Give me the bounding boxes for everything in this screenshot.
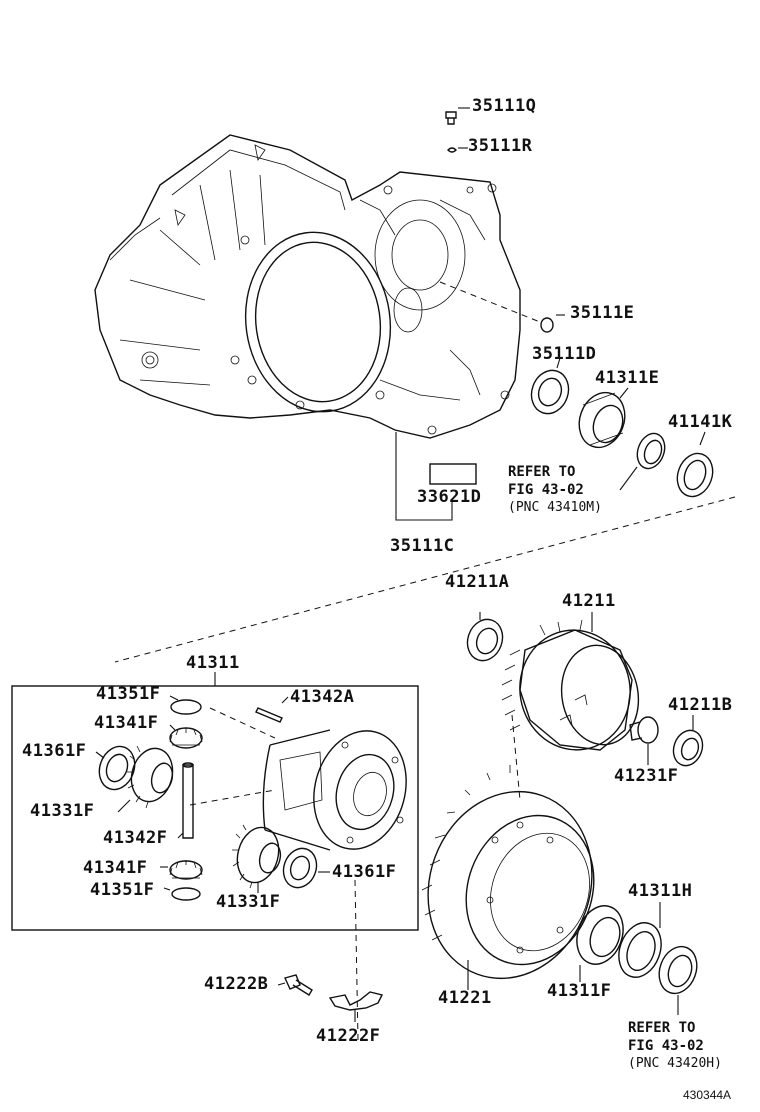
bearing-race-43420h bbox=[658, 945, 698, 995]
leader-41331f-left bbox=[117, 799, 131, 813]
part-label-41231f[interactable]: 41231F bbox=[614, 766, 679, 786]
washer-41361f-left bbox=[98, 745, 136, 791]
part-label-41311h[interactable]: 41311H bbox=[628, 881, 693, 901]
part-label-41221[interactable]: 41221 bbox=[438, 988, 492, 1008]
transaxle-case bbox=[94, 134, 521, 439]
part-label-41141k[interactable]: 41141K bbox=[668, 412, 733, 432]
part-label-41222f[interactable]: 41222F bbox=[316, 1026, 381, 1046]
part-label-41341f-bottom[interactable]: 41341F bbox=[83, 858, 148, 878]
leader-41341f-top bbox=[169, 724, 176, 731]
side-gear-41331f-left bbox=[127, 745, 174, 809]
dash-diff-top bbox=[209, 707, 276, 739]
refer-top-line3: (PNC 43410M) bbox=[508, 500, 602, 515]
bearing-41211b bbox=[672, 729, 704, 767]
dash-gear-ring bbox=[511, 714, 521, 801]
part-label-41222b[interactable]: 41222B bbox=[204, 974, 269, 994]
figure-code: 430344A bbox=[683, 1088, 732, 1102]
differential-case bbox=[262, 729, 407, 851]
refer-top-line2: FIG 43-02 bbox=[508, 482, 584, 498]
shim-41141k bbox=[676, 452, 714, 498]
refer-top-line1: REFER TO bbox=[508, 464, 576, 480]
part-label-41211b[interactable]: 41211B bbox=[668, 695, 733, 715]
leader-35111d bbox=[556, 357, 561, 369]
o-ring-35111e bbox=[540, 317, 554, 333]
refer-bottom-line2: FIG 43-02 bbox=[628, 1038, 704, 1054]
shaft-41342f bbox=[182, 762, 194, 839]
part-label-35111r[interactable]: 35111R bbox=[468, 136, 533, 156]
leader-ref-top bbox=[619, 466, 638, 491]
shim-41311h bbox=[618, 922, 662, 978]
part-label-35111c[interactable]: 35111C bbox=[390, 536, 455, 556]
washer-41351f-bottom bbox=[171, 887, 201, 901]
shaft-41231f bbox=[629, 716, 659, 744]
pin-41342a bbox=[255, 707, 283, 723]
part-label-41311e[interactable]: 41311E bbox=[595, 368, 660, 388]
oil-seal-35111d bbox=[530, 369, 570, 415]
part-label-41211[interactable]: 41211 bbox=[562, 591, 616, 611]
leader-41351f-top bbox=[169, 695, 179, 701]
ring-gear-41221 bbox=[421, 765, 595, 980]
leader-41342f bbox=[177, 832, 184, 839]
part-label-41361f-left[interactable]: 41361F bbox=[22, 741, 87, 761]
part-label-35111d[interactable]: 35111D bbox=[532, 344, 597, 364]
part-label-41341f-top[interactable]: 41341F bbox=[94, 713, 159, 733]
part-label-41361f-right[interactable]: 41361F bbox=[332, 862, 397, 882]
washer-41351f-top bbox=[170, 699, 202, 715]
dash-diff-bottom bbox=[354, 879, 359, 1041]
part-label-41342a[interactable]: 41342A bbox=[290, 687, 355, 707]
bearing-41311f bbox=[576, 905, 624, 965]
side-gear-41331f-bottom bbox=[232, 824, 282, 889]
part-label-41351f-top[interactable]: 41351F bbox=[96, 684, 161, 704]
dash-divider bbox=[114, 496, 736, 663]
plate-33621d bbox=[429, 463, 477, 485]
leader-41141k bbox=[699, 431, 706, 446]
part-label-41342f[interactable]: 41342F bbox=[103, 828, 168, 848]
part-label-35111q[interactable]: 35111Q bbox=[472, 96, 537, 116]
bolt-41222b bbox=[284, 974, 313, 996]
clip-35111r bbox=[447, 147, 457, 153]
refer-bottom-line1: REFER TO bbox=[628, 1020, 696, 1036]
refer-note-top[interactable]: REFER TO FIG 43-02 (PNC 43410M) bbox=[508, 463, 602, 517]
part-label-41331f-left[interactable]: 41331F bbox=[30, 801, 95, 821]
part-label-41211a[interactable]: 41211A bbox=[445, 572, 510, 592]
part-label-41311[interactable]: 41311 bbox=[186, 653, 240, 673]
leader-41222b bbox=[277, 982, 286, 986]
leader-41311e bbox=[619, 387, 629, 399]
gear-41211 bbox=[501, 619, 640, 751]
part-label-33621d[interactable]: 33621D bbox=[417, 487, 482, 507]
leader-41351f-bottom bbox=[163, 887, 171, 891]
bearing-41211a bbox=[466, 618, 504, 662]
part-label-35111e[interactable]: 35111E bbox=[570, 303, 635, 323]
bearing-race-43410m bbox=[636, 432, 666, 470]
refer-note-bottom[interactable]: REFER TO FIG 43-02 (PNC 43420H) bbox=[628, 1019, 722, 1073]
pinion-gear-41341f-top bbox=[169, 727, 203, 749]
leader-41361f-left bbox=[95, 751, 105, 759]
washer-41361f-right bbox=[282, 847, 318, 889]
part-label-41331f-bottom[interactable]: 41331F bbox=[216, 892, 281, 912]
refer-bottom-line3: (PNC 43420H) bbox=[628, 1056, 722, 1071]
part-label-41351f-bottom[interactable]: 41351F bbox=[90, 880, 155, 900]
dash-diff-mid bbox=[189, 789, 276, 806]
pinion-gear-41341f-bottom bbox=[169, 860, 203, 880]
dash-35111e bbox=[439, 281, 541, 323]
part-label-41311f[interactable]: 41311F bbox=[547, 981, 612, 1001]
lock-plate-41222f bbox=[328, 991, 384, 1011]
leader-41342a bbox=[281, 696, 289, 704]
bearing-41311e bbox=[578, 391, 626, 449]
bracket-35111c bbox=[395, 432, 453, 521]
bolt-35111q bbox=[445, 111, 457, 125]
